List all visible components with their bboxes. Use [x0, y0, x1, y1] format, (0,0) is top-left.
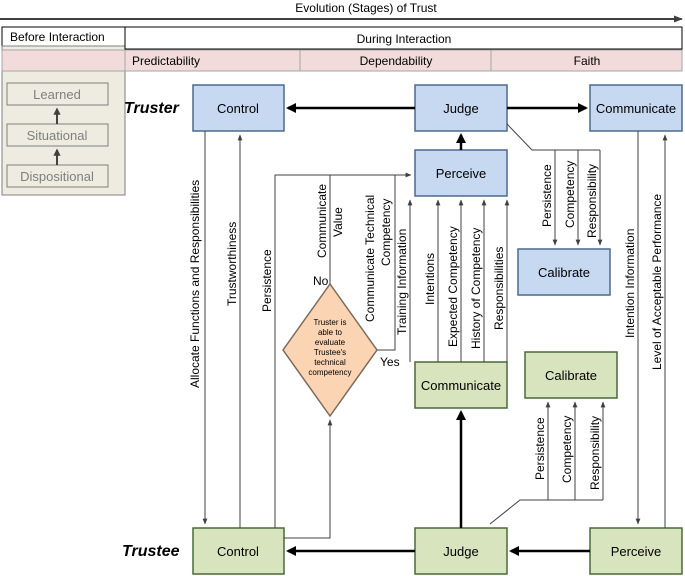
truster-control-label: Control [217, 101, 259, 116]
truster-perceive-label: Perceive [436, 166, 487, 181]
learned-label: Learned [33, 87, 81, 102]
label-intention-info: Intention Information [623, 229, 637, 338]
trustee-judge-label: Judge [443, 544, 478, 559]
label-cal-top-persistence: Persistence [540, 164, 554, 227]
trustee-label: Trustee [122, 543, 180, 560]
during-interaction-header [124, 26, 683, 50]
label-training-info: Training Information [395, 229, 409, 335]
label-allocate: Allocate Functions and Responsibilities [188, 180, 202, 388]
evolution-title: Evolution (Stages) of Trust [295, 1, 437, 15]
label-cal-bot-competency: Competency [560, 416, 574, 483]
label-intentions: Intentions [423, 253, 437, 305]
label-cal-top-competency: Competency [563, 161, 577, 228]
stage-predictability-label: Predictability [132, 54, 200, 68]
decision-line6: competency [308, 368, 351, 377]
label-communicate-value-2: Value [331, 207, 345, 237]
label-cal-bot-persistence: Persistence [533, 417, 547, 480]
decision-line4: Trustee's [314, 348, 346, 357]
decision-yes-label: Yes [380, 355, 400, 369]
trustee-perceive-node [589, 527, 683, 575]
during-interaction-title: During Interaction [357, 32, 452, 46]
decision-diamond [282, 282, 378, 418]
label-comm-tech-2: Competency [379, 199, 393, 266]
truster-control-node [192, 84, 285, 132]
situational-label: Situational [27, 128, 88, 143]
truster-calibrate-node [517, 248, 611, 296]
before-interaction-title: Before Interaction [10, 30, 105, 44]
truster-communicate-node [589, 84, 683, 132]
stage-faith [490, 49, 683, 72]
label-history-competency: History of Competency [469, 228, 483, 349]
label-cal-bot-responsibility: Responsibility [588, 416, 602, 490]
decision-line3: evaluate [315, 338, 346, 347]
label-comm-tech-1: Communicate Technical [363, 195, 377, 322]
stage-faith-label: Faith [574, 54, 601, 68]
trustee-judge-node [414, 527, 508, 575]
trustee-communicate-label: Communicate [421, 378, 501, 393]
truster-judge-label: Judge [443, 101, 478, 116]
dispositional-label: Dispositional [20, 169, 94, 184]
label-responsibilities: Responsibilities [492, 247, 506, 330]
trustee-perceive-label: Perceive [611, 544, 662, 559]
decision-line1: Truster is [313, 318, 346, 327]
trustee-control-node [192, 527, 285, 575]
truster-judge-node [414, 84, 508, 132]
stage-lead [1, 49, 126, 72]
trustee-control-label: Control [217, 544, 259, 559]
decision-line2: able to [318, 328, 343, 337]
label-cal-top-responsibility: Responsibility [585, 164, 599, 238]
trustee-calibrate-node [524, 351, 618, 399]
label-level-performance: Level of Acceptable Performance [650, 194, 664, 370]
label-trustworthiness: Trustworthiness [225, 222, 239, 306]
learned-box [6, 82, 109, 106]
label-persistence-left: Persistence [260, 249, 274, 312]
decision-no-label: No [313, 274, 329, 288]
truster-calibrate-label: Calibrate [538, 265, 590, 280]
truster-communicate-label: Communicate [596, 101, 676, 116]
truster-label: Truster [124, 100, 180, 117]
stage-dependability-label: Dependability [360, 54, 433, 68]
label-expected-competency: Expected Competency [446, 226, 460, 347]
decision-line5: technical [314, 358, 346, 367]
label-communicate-value-1: Communicate [315, 184, 329, 258]
trustee-calibrate-label: Calibrate [545, 368, 597, 383]
